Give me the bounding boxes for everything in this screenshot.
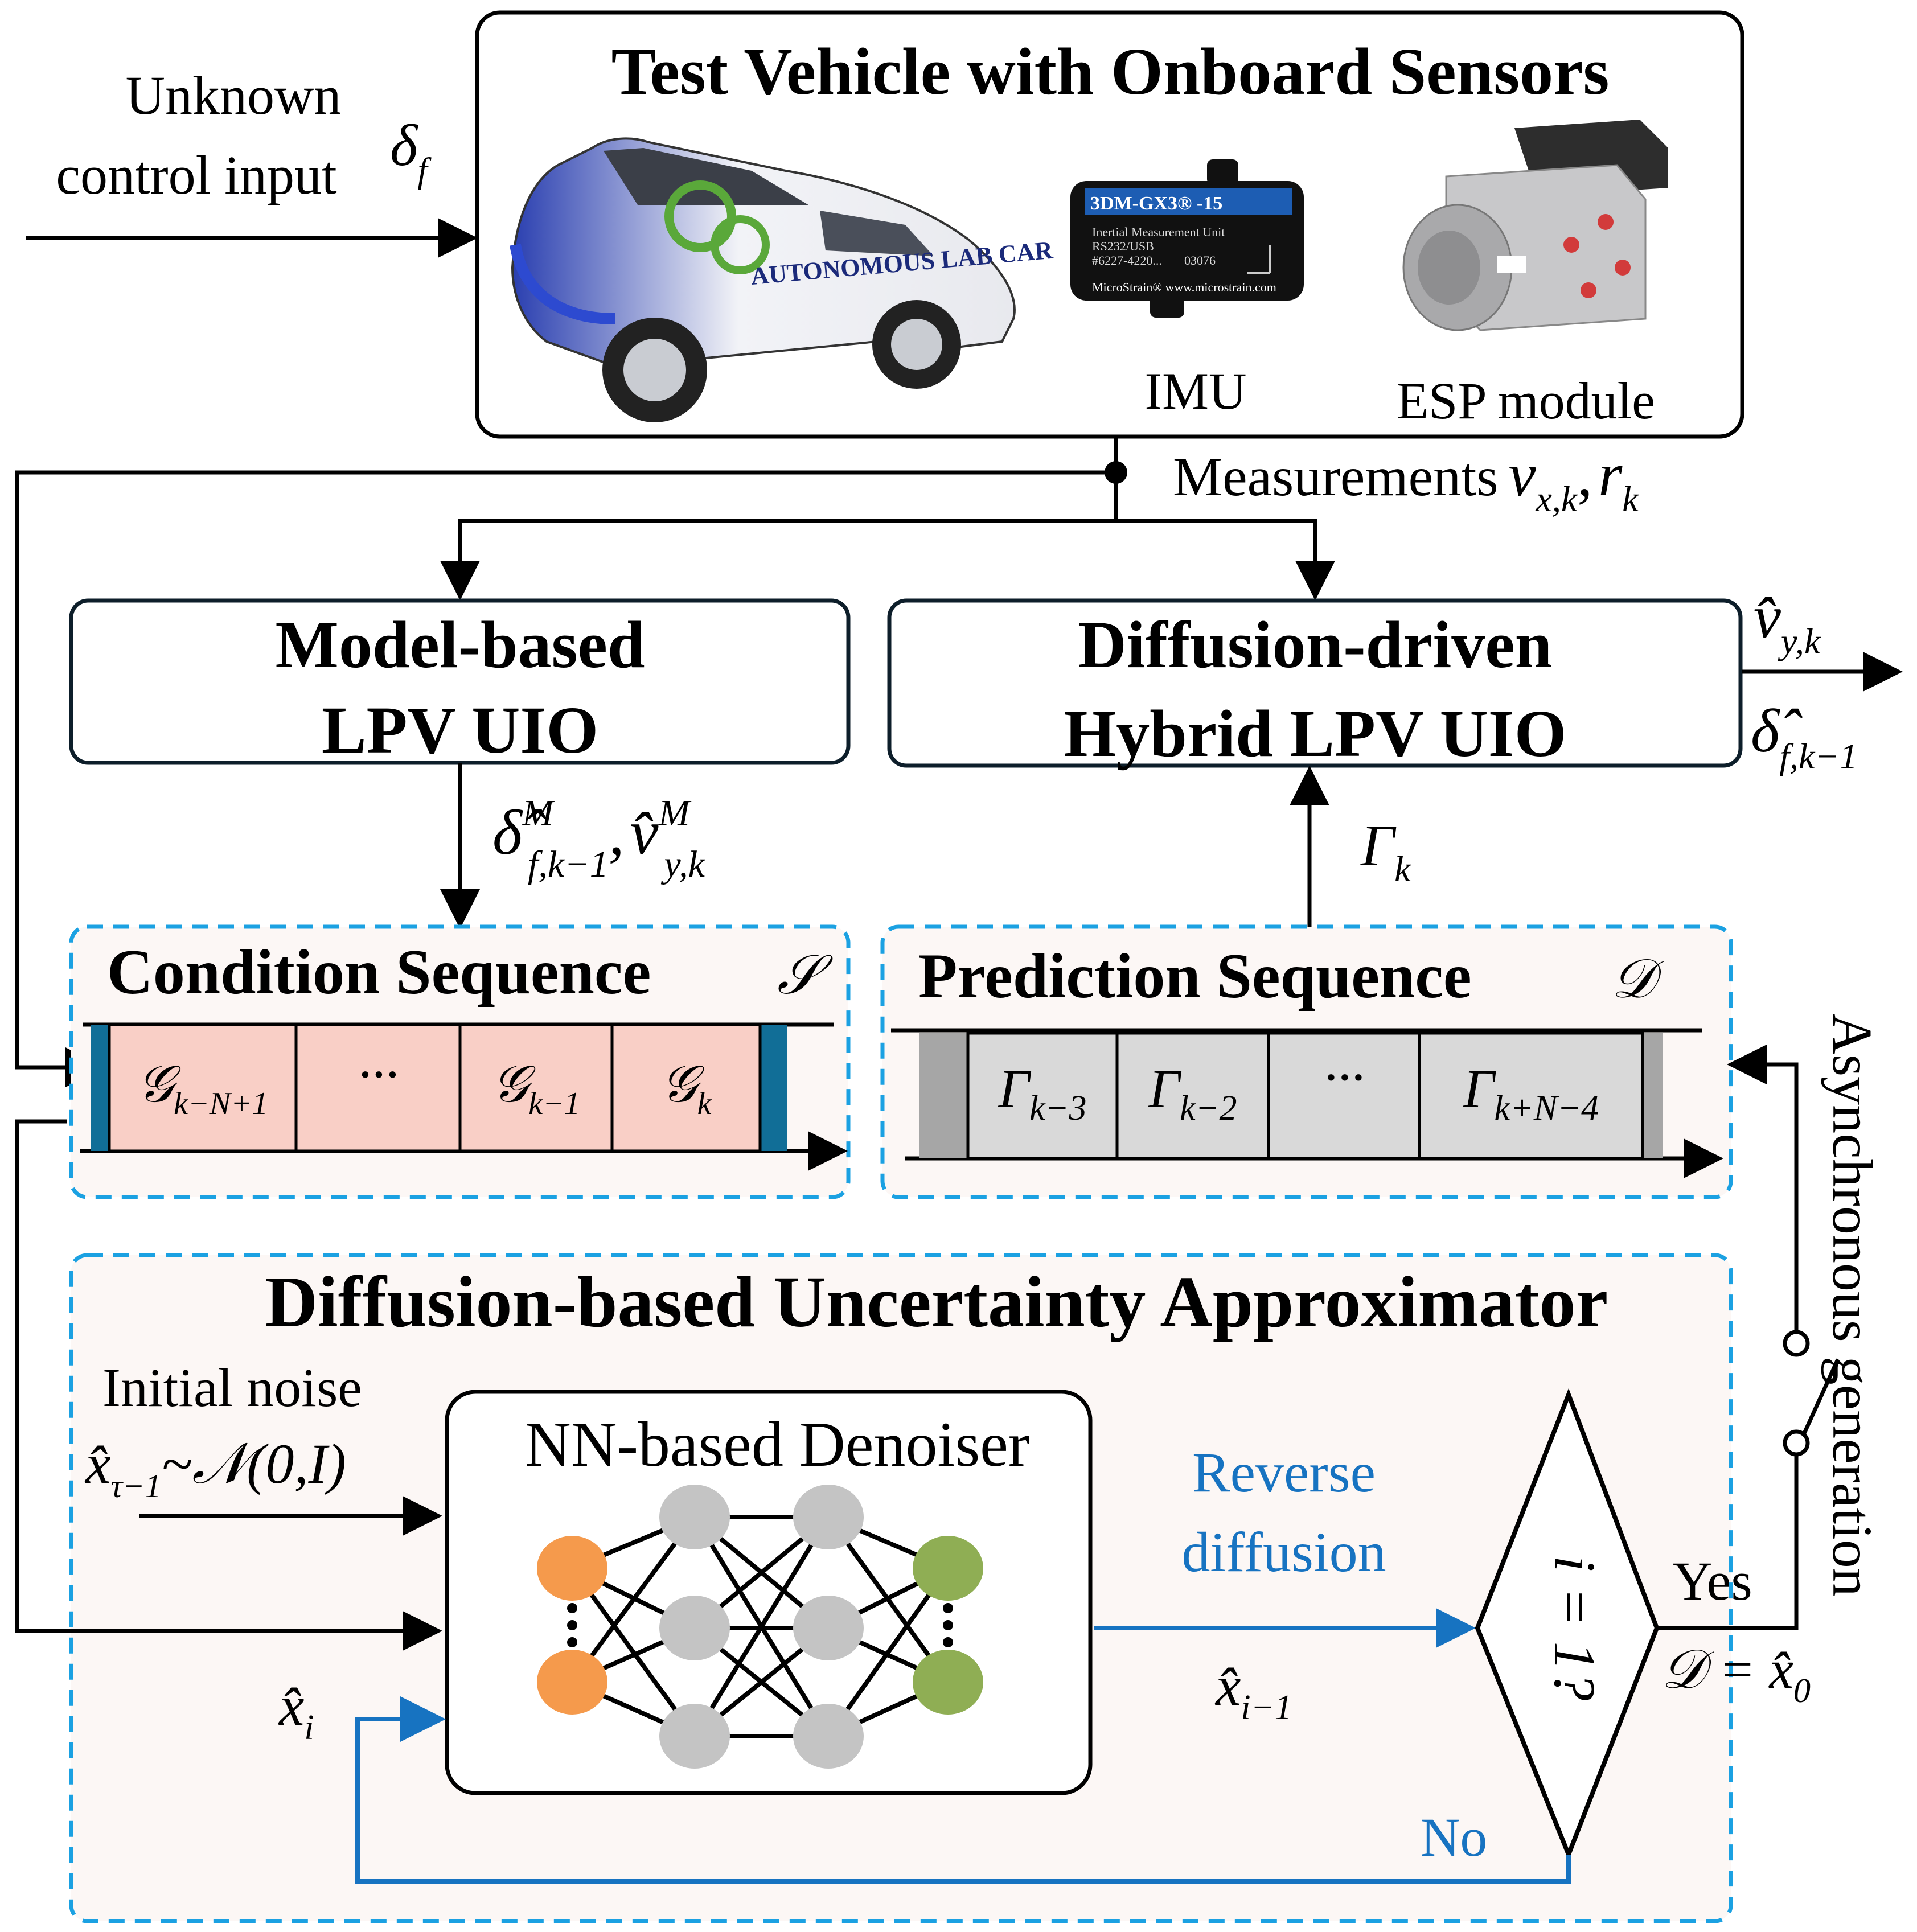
nn-ellipsis-dot	[567, 1620, 577, 1630]
condition-cell	[108, 1023, 298, 1153]
input-line2: control input	[56, 145, 337, 205]
diffusion-driven-line1: Diffusion-driven	[1078, 607, 1553, 682]
condition-end-right	[760, 1025, 787, 1151]
output-delta-hat: δ̂f,k−1	[1751, 697, 1858, 776]
imu-label: IMU	[1145, 362, 1247, 420]
prediction-sequence-title: Prediction Sequence	[918, 941, 1472, 1012]
async-arrow	[1727, 1045, 1799, 1335]
x-i-label: x̂i	[278, 1674, 314, 1747]
nn-connection	[570, 1567, 697, 1738]
prediction-cell-label: Γk+N−4	[1463, 1058, 1599, 1128]
nn-neuron	[913, 1536, 983, 1601]
nn-neuron	[793, 1596, 864, 1660]
yes-label: Yes	[1673, 1551, 1752, 1612]
prediction-cell	[1418, 1031, 1644, 1160]
nn-ellipsis-dot	[943, 1603, 953, 1613]
condition-feed-line	[15, 1119, 442, 1651]
x-prev-label: x̂i−1	[1214, 1654, 1292, 1727]
nn-neuron	[793, 1704, 864, 1769]
imu-model: 3DM-GX3® -15	[1090, 193, 1222, 214]
prediction-cell	[1115, 1031, 1270, 1160]
esp-label: ESP module	[1397, 372, 1655, 430]
imu-line2: RS232/USB	[1092, 239, 1154, 253]
imu-line1: Inertial Measurement Unit	[1092, 225, 1225, 239]
reverse-line1: Reverse	[1192, 1441, 1376, 1504]
condition-cell	[610, 1023, 762, 1153]
decision-label: i = 1?	[1542, 1555, 1607, 1700]
prediction-cell-label: Γk−3	[998, 1058, 1087, 1128]
condition-sequence-title: Condition Sequence	[107, 937, 651, 1008]
feedback-line	[15, 470, 1116, 1087]
denoiser-title: NN-based Denoiser	[525, 1409, 1029, 1480]
no-loop-line	[355, 1696, 1571, 1884]
async-label: Asynchronous generation	[1821, 1013, 1884, 1597]
switch-node-upper	[1783, 1330, 1810, 1357]
nn-ellipsis-dot	[943, 1620, 953, 1630]
condition-end-left	[91, 1025, 109, 1151]
car-image: AUTONOMOUS LAB CAR	[510, 137, 1054, 422]
vehicle-title: Test Vehicle with Onboard Sensors	[611, 34, 1610, 109]
approximator-title: Diffusion-based Uncertainty Approximator	[265, 1261, 1608, 1342]
noise-label: Initial noise	[102, 1357, 362, 1418]
esp-image	[1402, 120, 1668, 331]
input-symbol: δf	[390, 113, 432, 190]
nn-neuron	[659, 1596, 730, 1660]
noise-formula: x̂τ−1~𝒩(0,I)	[84, 1432, 346, 1505]
nn-ellipsis-dot	[567, 1637, 577, 1647]
switch-node-lower	[1783, 1429, 1810, 1457]
input-line1: Unknown	[126, 65, 342, 126]
nn-neuron	[659, 1704, 730, 1769]
model-based-line1: Model-based	[276, 607, 645, 682]
imu-serial: #6227-4220...	[1092, 253, 1162, 268]
prediction-cell-label: Γk−2	[1148, 1058, 1237, 1128]
condition-cell	[294, 1023, 462, 1153]
imu-image: 3DM-GX3® -15 Inertial Measurement Unit R…	[1070, 159, 1304, 318]
prediction-end-right	[1643, 1033, 1663, 1158]
nn-connection	[570, 1515, 697, 1684]
nn-connection	[826, 1567, 950, 1738]
d-equals-label: 𝒟 = x̂0	[1661, 1639, 1811, 1709]
nn-connection	[692, 1515, 831, 1738]
output-v-hat: v̂y,k	[1754, 583, 1821, 661]
imu-serial-2: 03076	[1184, 253, 1216, 268]
nn-neuron	[793, 1485, 864, 1549]
prediction-cell	[1267, 1031, 1421, 1160]
nn-neuron	[537, 1536, 607, 1601]
yes-line	[1657, 1443, 1799, 1630]
imu-brand: MicroStrain® www.microstrain.com	[1092, 280, 1276, 294]
reverse-line2: diffusion	[1181, 1520, 1386, 1584]
diffusion-driven-line2: Hybrid LPV UIO	[1064, 696, 1567, 771]
split-line	[458, 519, 1317, 592]
gamma-k-label: Γk	[1360, 813, 1411, 889]
prediction-end-left	[919, 1033, 968, 1158]
prediction-cell-label: ···	[1324, 1047, 1365, 1108]
nn-ellipsis-dot	[567, 1603, 577, 1613]
nn-neuron	[537, 1650, 607, 1715]
condition-cell-label: ···	[358, 1044, 399, 1105]
nn-neuron	[913, 1650, 983, 1715]
nn-ellipsis-dot	[943, 1637, 953, 1647]
no-label: No	[1421, 1807, 1487, 1868]
switch-blade	[1801, 1358, 1840, 1436]
condition-cell	[458, 1023, 614, 1153]
model-based-line2: LPV UIO	[322, 693, 598, 767]
nn-neuron	[659, 1485, 730, 1549]
